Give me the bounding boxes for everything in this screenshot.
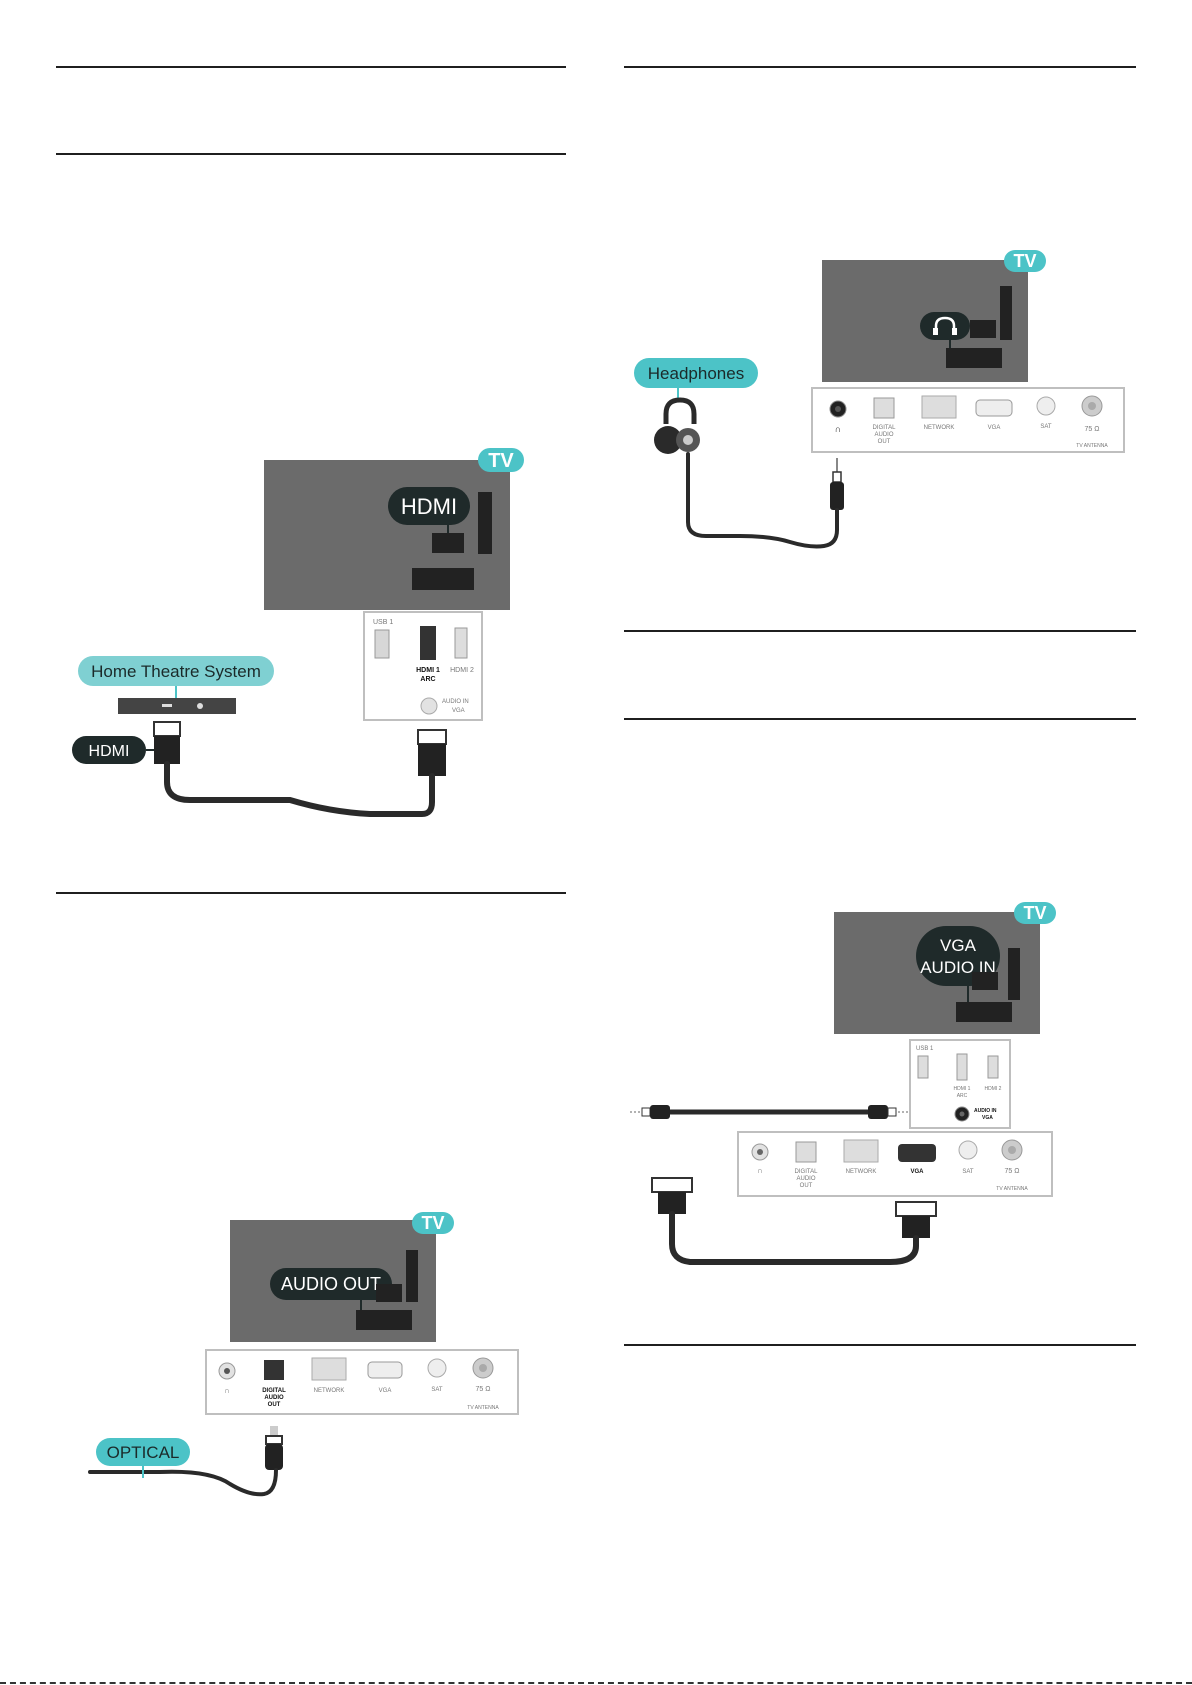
svg-text:AUDIO IN: AUDIO IN [974,1108,997,1114]
page-bottom-border [0,1682,1192,1684]
section-rule [56,892,566,894]
svg-text:75 Ω: 75 Ω [476,1386,491,1393]
headphone-cable [686,452,839,549]
section-rule [56,153,566,155]
svg-text:TV ANTENNA: TV ANTENNA [1076,443,1108,449]
svg-text:DIGITAL: DIGITAL [873,425,897,431]
hdmi-cable-badge [72,736,146,764]
svg-text:OPTICAL: OPTICAL [107,1443,180,1462]
headphones-diagram: TV ∩ DIGITAL AUDIO OUT NETWORK VGA SAT 7… [634,250,1125,549]
section-rule [624,66,1136,68]
svg-text:AUDIO IN: AUDIO IN [442,699,469,705]
svg-text:HDMI 2: HDMI 2 [450,667,474,674]
svg-text:OUT: OUT [878,439,891,445]
svg-text:USB 1: USB 1 [916,1046,934,1052]
hdmi-cable-badge-text: HDMI [89,743,130,760]
svg-text:TV: TV [1013,251,1036,271]
svg-text:NETWORK: NETWORK [846,1169,877,1175]
port-panel [205,1349,519,1415]
section-rule [624,718,1136,720]
hdmi-cable [164,761,435,817]
headphones-icon [663,397,697,424]
tv-headphone-label [920,312,970,340]
svg-text:VGA: VGA [982,1115,993,1121]
vga-cable [669,1211,919,1265]
headphones-badge [634,358,758,388]
svg-text:NETWORK: NETWORK [314,1388,345,1394]
home-theatre-badge [78,656,274,686]
optical-diagram: TV AUDIO OUT ∩ DIGITAL AUDIO OUT NETWORK… [88,1212,519,1497]
section-rule [624,1344,1136,1346]
svg-text:SAT: SAT [1040,424,1052,430]
svg-text:ARC: ARC [957,1093,968,1099]
svg-text:AUDIO: AUDIO [264,1395,284,1401]
tv-audio-out-label [270,1268,392,1300]
tv-badge [412,1212,454,1234]
svg-text:AUDIO: AUDIO [874,432,893,438]
tv-badge [1014,902,1056,924]
section-rule [56,66,566,68]
svg-text:SAT: SAT [962,1169,974,1175]
svg-text:HDMI 2: HDMI 2 [985,1086,1002,1092]
svg-text:∩: ∩ [757,1166,763,1175]
svg-text:VGA: VGA [910,1169,924,1175]
svg-text:OUT: OUT [800,1183,813,1189]
tv-badge-text: TV [488,450,514,472]
svg-text:TV ANTENNA: TV ANTENNA [467,1405,499,1411]
svg-text:TV: TV [421,1213,444,1233]
tv-hdmi-label-text: HDMI [401,494,457,519]
hdmi-arc-diagram: TV HDMI USB 1 HDMI 1 ARC HDMI 2 AUDIO IN… [72,448,524,817]
svg-text:Headphones: Headphones [648,364,744,383]
port-panel [811,387,1125,453]
svg-text:HDMI 1: HDMI 1 [416,667,440,674]
home-theatre-device [118,698,236,714]
optical-badge [96,1438,190,1466]
svg-text:75 Ω: 75 Ω [1085,426,1100,433]
svg-text:AUDIO OUT: AUDIO OUT [281,1274,381,1294]
svg-text:AUDIO: AUDIO [796,1176,815,1182]
svg-text:SAT: SAT [431,1387,443,1393]
tv-hdmi-label [388,487,470,525]
svg-text:USB 1: USB 1 [373,619,393,626]
svg-text:DIGITAL: DIGITAL [795,1169,819,1175]
svg-text:VGA: VGA [940,936,977,955]
home-theatre-badge-text: Home Theatre System [91,662,261,681]
svg-text:∩: ∩ [835,424,841,434]
vga-audio-diagram: TV VGA AUDIO IN USB 1 HDMI 1 ARC HDMI 2 … [630,902,1056,1265]
svg-text:TV ANTENNA: TV ANTENNA [996,1186,1028,1192]
optical-cable [88,1468,278,1497]
svg-text:∩: ∩ [224,1386,230,1395]
svg-text:TV: TV [1023,903,1046,923]
svg-text:DIGITAL: DIGITAL [262,1388,286,1394]
svg-text:OUT: OUT [268,1402,281,1408]
svg-text:ARC: ARC [420,676,435,683]
svg-text:VGA: VGA [379,1388,392,1394]
tv-badge [478,448,524,472]
svg-text:75 Ω: 75 Ω [1005,1168,1020,1175]
section-rule [624,630,1136,632]
svg-text:NETWORK: NETWORK [924,425,955,431]
port-panel [737,1131,1053,1197]
svg-text:HDMI 1: HDMI 1 [954,1086,971,1092]
svg-text:VGA: VGA [988,425,1001,431]
tv-vga-audio-label [916,926,1000,986]
svg-text:VGA: VGA [452,708,465,714]
tv-badge [1004,250,1046,272]
